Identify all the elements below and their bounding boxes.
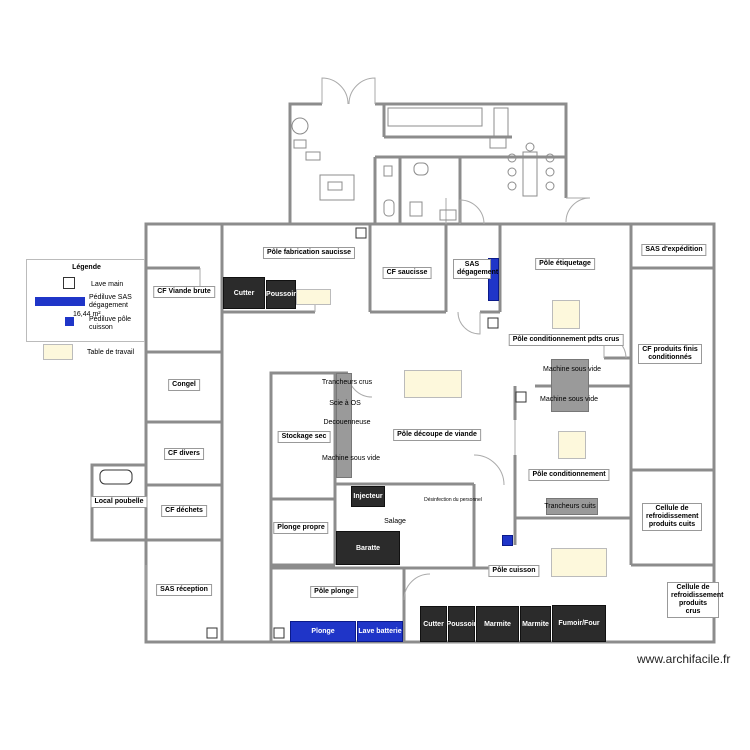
room-plonge: Pôle plonge [310,586,358,598]
legend-title: Légende [72,264,101,271]
legend-pediluve-sas: Pédiluve SAS dégagement [89,294,132,309]
poussoir-fabrication: Poussoir [266,280,296,309]
room-cond-pdts-crus: Pôle conditionnement pdts crus [508,334,624,346]
room-cf-dechets: CF déchets [161,505,207,517]
work-table [551,548,607,577]
legend-pediluve-sas-swatch [35,297,85,306]
fumoir-four: Fumoir/Four [552,605,606,642]
room-plonge-propre: Plonge propre [273,522,329,534]
work-table [558,431,586,459]
pediluve-cuisson [502,535,513,546]
legend-area: 16,44 m² [73,311,101,318]
label-trancheurs-cuits: Trancheurs cuits [544,503,596,510]
cutter-cuisson: Cutter [420,606,447,642]
trancheur-bar [336,373,352,478]
label-salage: Salage [384,518,406,525]
annex-furniture [291,107,555,221]
machine-sous-vide-1 [551,359,589,412]
label-machine-sous-vide: Machine sous vide [322,455,380,462]
label-machine-sous-vide-3: Machine sous vide [540,396,598,403]
room-congel: Congel [168,379,200,391]
room-sas-expedition: SAS d'expédition [641,244,707,256]
room-cuisson: Pôle cuisson [488,565,540,577]
trancheurs-cuits-bar [546,498,598,515]
room-local-poubelle: Local poubelle [90,496,148,508]
label-trancheurs-crus: Trancheurs crus [321,379,373,386]
watermark: www.archifacile.fr [637,652,731,666]
room-decoupe: Pôle découpe de viande [393,429,481,441]
legend-pediluve-cuisson-swatch [65,317,74,326]
marmite-2: Marmite [520,606,551,642]
injecteur: Injecteur [351,486,385,507]
legend: Légende Lave main Pédiluve SAS dégagemen… [26,259,145,360]
legend-lave-main-icon [63,277,75,289]
cutter-fabrication: Cutter [223,277,265,309]
room-cellule-cuits: Cellule de refroidissement produits cuit… [642,503,702,531]
legend-lave-main: Lave main [91,281,124,288]
pediluve-sas [488,258,499,301]
work-table [552,300,580,329]
label-decouenneuse: Decouenneuse [323,419,371,426]
marmite-1: Marmite [476,606,519,642]
room-stockage-sec: Stockage sec [277,431,331,443]
room-fabrication: Pôle fabrication saucisse [262,247,356,259]
baratte: Baratte [336,531,400,565]
label-scie-os: Scie à OS [329,400,361,407]
room-cf-saucisse: CF saucisse [382,267,432,279]
sink-icons [99,227,683,639]
plonge-equipment: Plonge [290,621,356,642]
label-desinfection: Désinfection du personnel [424,497,482,503]
room-cf-produits-finis: CF produits finis conditionnés [638,344,702,364]
poussoir-cuisson: Poussoir [447,606,476,642]
room-cf-divers: CF divers [164,448,204,460]
room-conditionnement: Pôle conditionnement [528,469,610,481]
legend-table-travail: Table de travail [87,349,135,356]
label-machine-sous-vide-2: Machine sous vide [543,366,601,373]
lave-batterie: Lave batterie [357,621,403,642]
legend-pediluve-cuisson: Pédiluve pôle cuisson [89,316,132,331]
room-sas-reception: SAS réception [156,584,212,596]
legend-table-swatch [43,344,73,360]
work-table [404,370,462,398]
walls [90,102,716,644]
work-table [296,289,331,305]
room-etiquetage: Pôle étiquetage [535,258,595,270]
room-cellule-crus: Cellule de refroidissement produits crus [667,582,724,618]
room-cf-viande-brute: CF Viande brute [153,286,215,298]
room-sas-degagement: SAS dégagement [453,259,498,279]
